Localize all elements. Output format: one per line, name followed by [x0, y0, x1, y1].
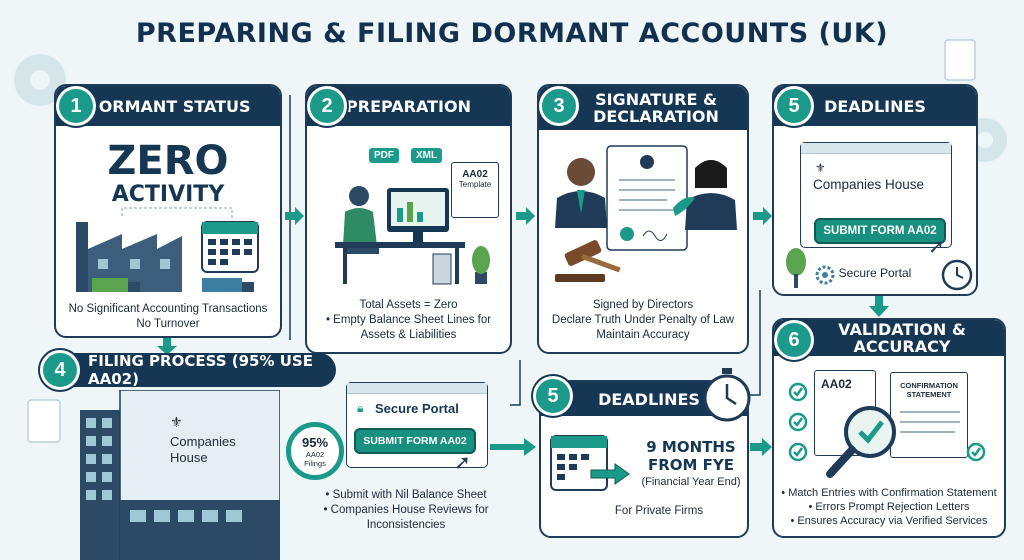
xml-badge: XML [411, 148, 443, 163]
card-heading: DEADLINES [824, 96, 926, 116]
quill-pen-icon [673, 197, 695, 216]
step-number-1: 1 [56, 86, 96, 126]
crest-icon: ⚜ [815, 161, 826, 175]
crest-icon: ⚜ [170, 414, 183, 430]
plant-icon [472, 246, 490, 284]
building-sign: Companies [170, 434, 236, 449]
arrow-right-icon [753, 207, 772, 225]
doc-label: CONFIRMATION [900, 381, 958, 390]
caption-line: Maintain Accuracy [596, 329, 690, 341]
arrow-right-icon [490, 438, 536, 456]
lock-icon: 🔒︎ [357, 401, 364, 415]
card-heading: DEADLINES [598, 389, 700, 409]
clock-icon [941, 259, 973, 291]
caption-line: No Turnover [136, 318, 200, 330]
caption-line: Secure Portal [838, 266, 912, 280]
document-icon [27, 39, 976, 443]
deadline-fye: (Financial Year End) [641, 476, 741, 488]
calendar-icon [201, 221, 259, 273]
card-heading-line: SIGNATURE & [595, 90, 717, 109]
caption-line: • Submit with Nil Balance Sheet [325, 489, 487, 501]
arrow-right-icon [516, 207, 535, 225]
declaration-document-icon [606, 145, 688, 251]
factory-icon [76, 222, 182, 292]
caption-line: • Errors Prompt Rejection Letters [808, 501, 970, 513]
companies-house-building [80, 390, 280, 560]
card-heading: DORMANT STATUS [85, 96, 251, 116]
step-number-4: 4 [40, 350, 80, 390]
caption-line: • Empty Balance Sheet Lines for [325, 314, 492, 326]
aa02-filings-stat: 95% AA02 Filings [286, 422, 344, 480]
step-number-5: 5 [774, 86, 814, 126]
tree-icon [786, 248, 806, 288]
doc-label: STATEMENT [906, 390, 952, 399]
confirmation-statement-document: CONFIRMATION STATEMENT [890, 372, 968, 458]
gavel-icon [555, 240, 621, 282]
caption-line: Declare Truth Under Penalty of Law [551, 314, 735, 326]
step-heading-filing-process: FILING PROCESS (95% USE AA02) [40, 352, 336, 388]
stat-value: 95% [301, 435, 329, 450]
director-woman-icon [685, 160, 737, 230]
signing-illustration [555, 145, 737, 282]
cursor-icon: ➚ [928, 236, 945, 258]
card-heading: PREPARATION [346, 96, 471, 116]
caption-line: • Match Entries with Confirmation Statem… [781, 487, 997, 499]
caption-line: • Ensures Accuracy via Verified Services [790, 515, 988, 527]
doc-label: AA02 [462, 169, 488, 180]
card-heading: VALIDATION & ACCURACY [838, 320, 966, 356]
arrow-right-icon [285, 207, 304, 225]
desk-illustration [335, 186, 490, 285]
magnifying-glass-icon [826, 406, 896, 478]
section-filing-process: ⚜ Companies House 95% AA02 Filings 🔒︎ Se… [70, 370, 514, 560]
truck-icon [92, 278, 254, 292]
portal-name: Companies House [813, 177, 925, 192]
aa02-template-doc: AA02 Template [451, 162, 499, 218]
arrow-right-icon [750, 438, 772, 456]
caption-line: Assets & Liabilities [360, 329, 457, 341]
card-validation-accuracy: VALIDATION & ACCURACY AA02 CONFIRMATION … [772, 318, 1006, 538]
portal-title: Secure Portal [375, 401, 459, 416]
card-preparation: PREPARATION PDF XML AA02 Template Total … [305, 84, 512, 354]
factory-illustration [76, 207, 259, 292]
deadline-months: 9 MONTHS [646, 438, 736, 456]
monitor-icon [387, 188, 449, 242]
caption-line: Signed by Directors [592, 299, 694, 311]
arrow-down-icon [157, 338, 177, 355]
doc-label: Template [458, 180, 492, 189]
building-sign: House [170, 450, 208, 465]
activity-text: ACTIVITY [111, 182, 225, 207]
caption-line: For Private Firms [614, 505, 704, 517]
step-number-5: 5 [533, 376, 573, 416]
cursor-icon: ➚ [454, 452, 471, 474]
check-icon [788, 382, 808, 462]
gear-icon [815, 265, 835, 285]
check-icon [966, 442, 986, 462]
person-at-desk-icon [343, 186, 379, 254]
deadline-from: FROM FYE [647, 456, 735, 474]
caption-line: Inconsistencies [366, 519, 446, 531]
stopwatch-icon [703, 368, 751, 422]
caption-line: • Companies House Reviews for [323, 504, 489, 516]
card-heading-line: DECLARATION [593, 107, 719, 126]
submit-form-aa02-button[interactable]: SUBMIT FORM AA02 [814, 218, 946, 244]
caption-line: No Significant Accounting Transactions [68, 303, 268, 315]
step-number-6: 6 [774, 320, 814, 360]
step-number-2: 2 [307, 86, 347, 126]
arrow-down-icon [869, 296, 889, 317]
validation-illustration [788, 382, 986, 478]
stat-label: Filings [304, 459, 326, 468]
doc-label: AA02 [821, 377, 852, 391]
director-man-icon [555, 158, 607, 228]
card-signature-declaration: SIGNATURE & DECLARATION Signed by D [537, 84, 749, 354]
submit-form-aa02-button[interactable]: SUBMIT FORM AA02 [354, 428, 476, 454]
pdf-badge: PDF [369, 148, 399, 163]
calendar-icon [550, 435, 630, 491]
zero-text: ZERO [107, 138, 229, 184]
card-dormant-status: DORMANT STATUS ZERO ACTIVITY No Signific… [54, 84, 282, 338]
step-number-3: 3 [539, 86, 579, 126]
caption-line: Total Assets = Zero [359, 299, 458, 311]
page-title: PREPARING & FILING DORMANT ACCOUNTS (UK) [135, 18, 889, 49]
stat-label: AA02 [305, 450, 325, 459]
